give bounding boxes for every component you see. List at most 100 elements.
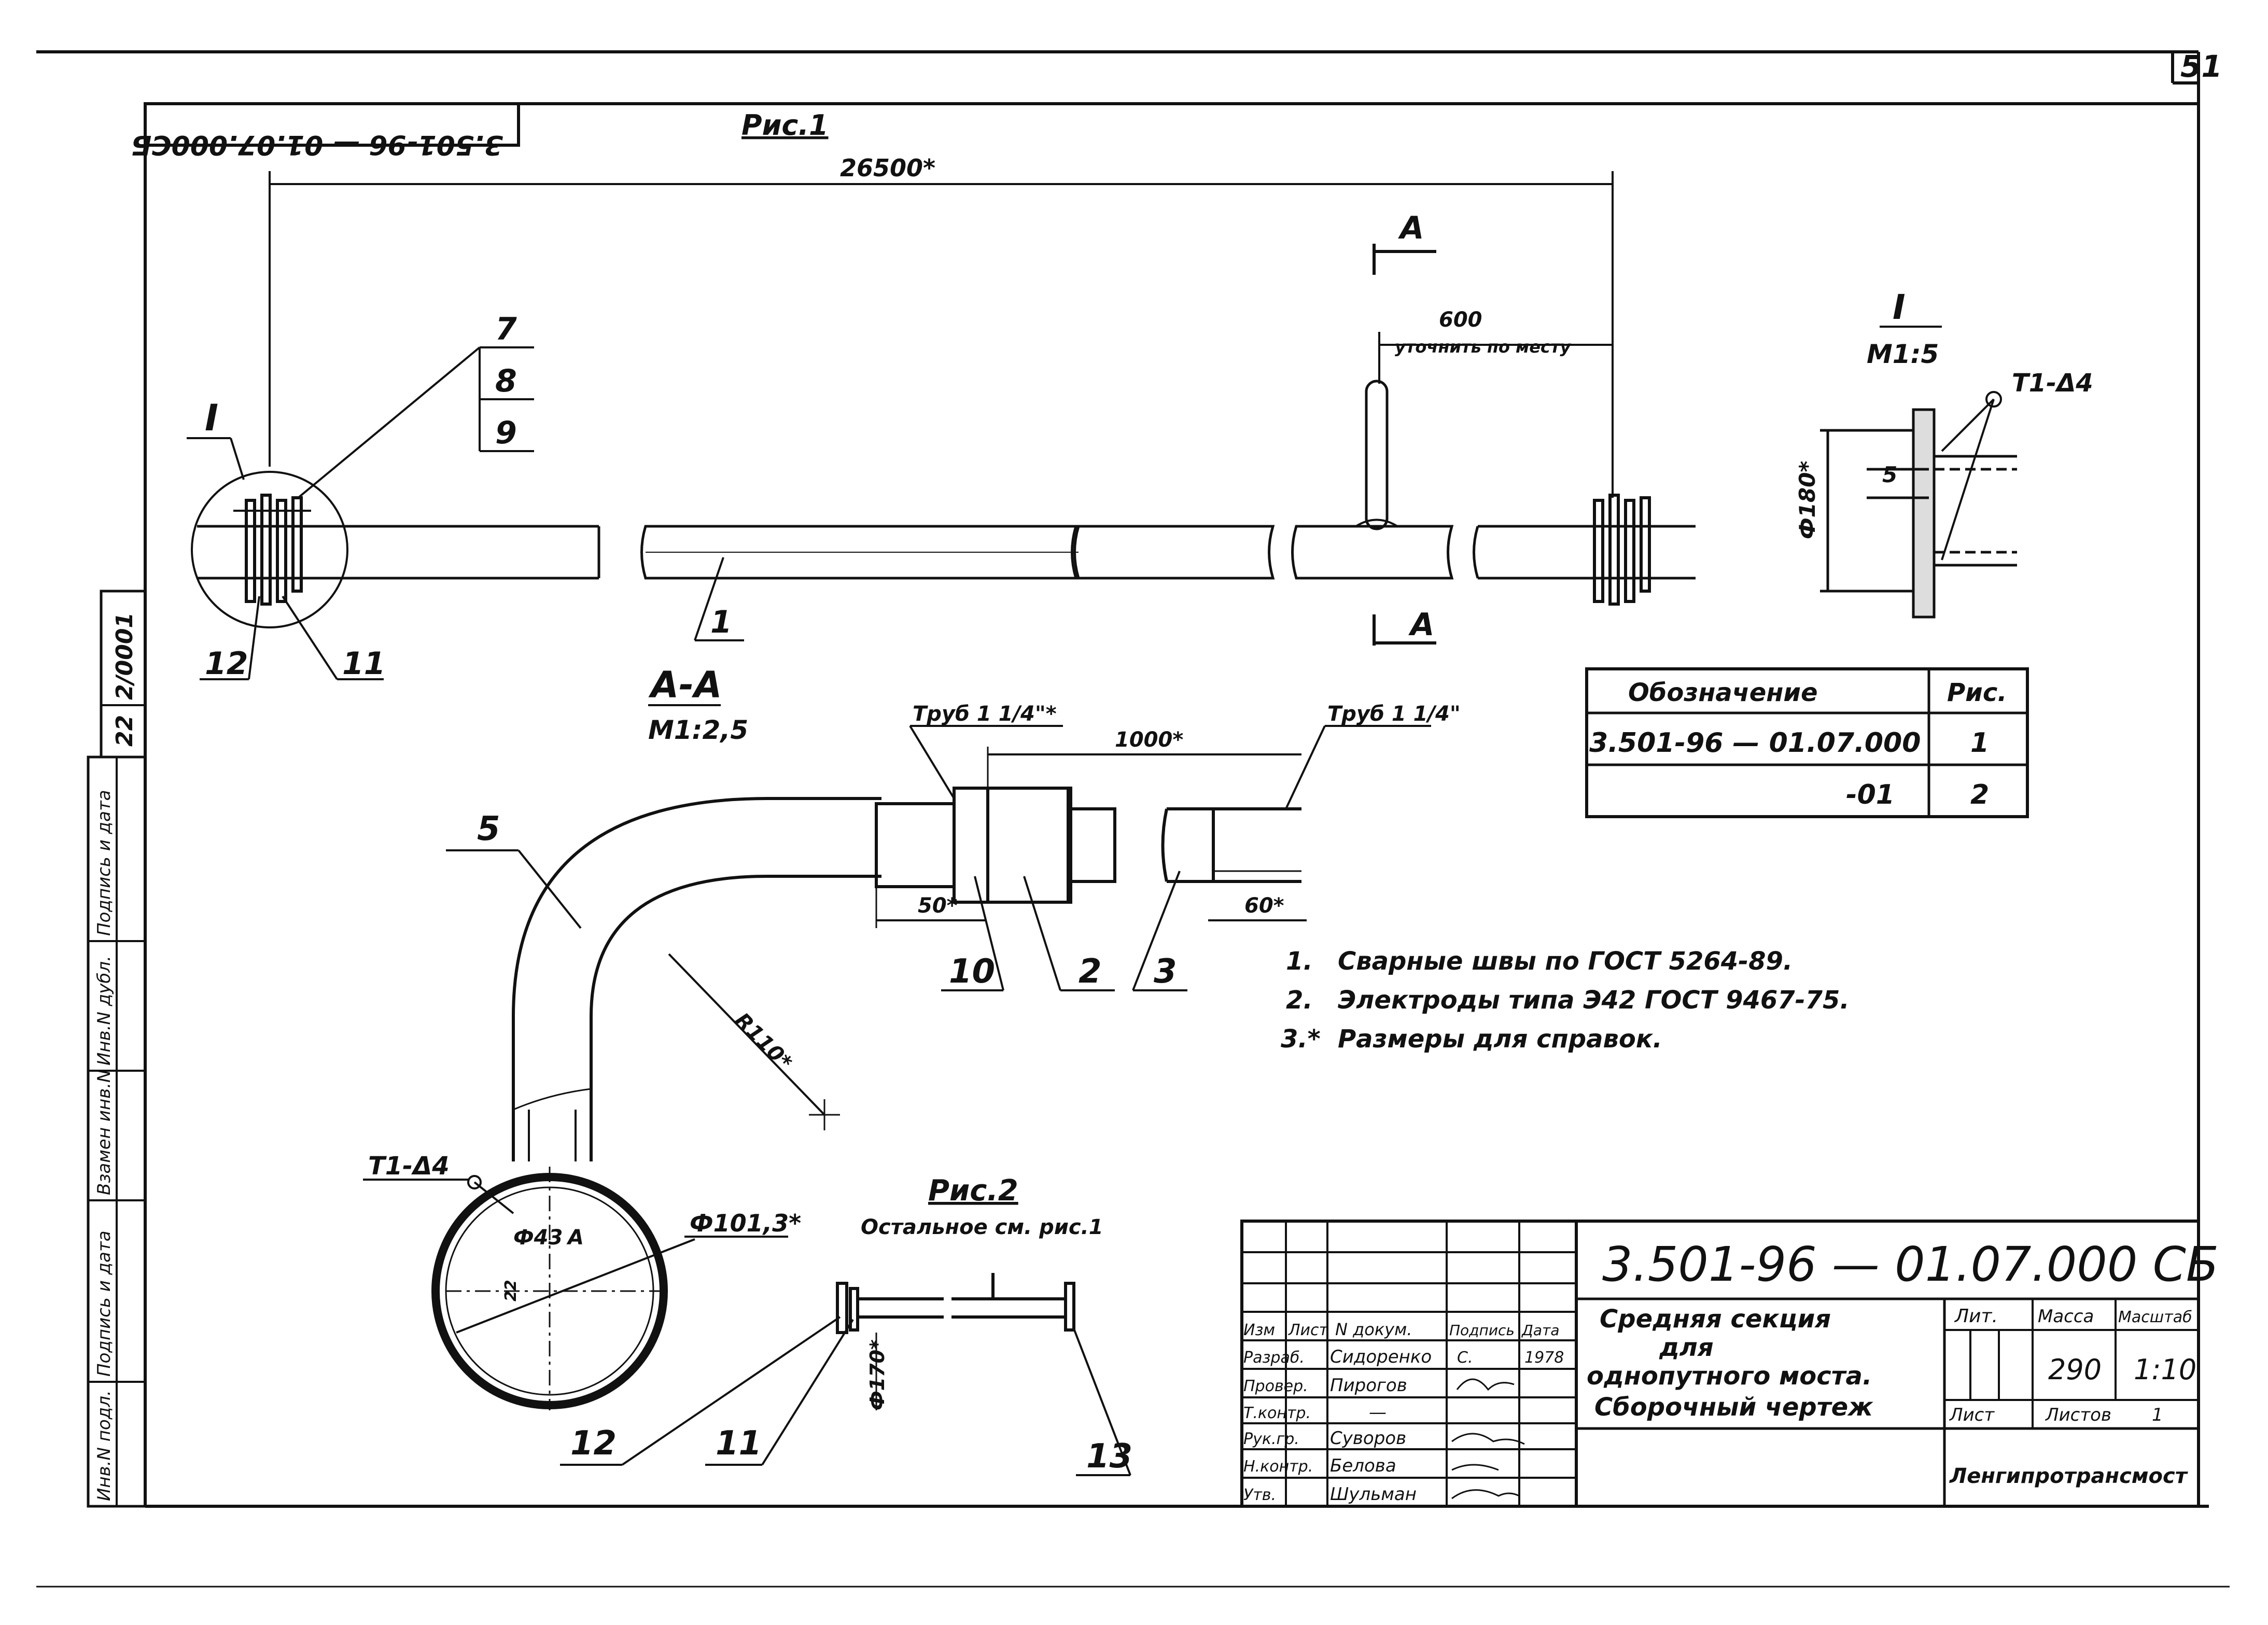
name-line-1: Средняя секция [1600,1305,1831,1334]
role-3: Т.контр. [1243,1404,1311,1422]
date-1: 1978 [1524,1349,1564,1367]
sheet-frame [36,50,2230,1588]
head-ndoc: N докум. [1335,1320,1412,1339]
svg-text:10: 10 [949,952,995,991]
svg-text:1: 1 [710,604,732,640]
detail-I-circle [191,471,348,628]
detail-I-scale: М1:5 [1867,339,1939,369]
svg-text:12: 12 [570,1424,617,1463]
phi-101: Ф101,3* [690,1209,801,1237]
svg-text:11: 11 [716,1424,762,1463]
scale-label: Масштаб [2118,1308,2192,1326]
name-2: Пирогов [1330,1375,1407,1396]
mass-value: 290 [2048,1353,2102,1386]
pipe-left-label: Труб 1 1/4"* [913,702,1057,726]
lit-label: Лит. [1954,1306,1998,1327]
margin-dup-inv: Инв.N дубл. [94,956,115,1066]
detail-I-diameter: Ф180* [1795,461,1820,539]
head-sign: Подпись [1449,1322,1515,1339]
rotated-code-text: 3.501-96 — 01.07.000СБ [131,129,503,160]
rotated-code-box: 3.501-96 — 01.07.000СБ [131,102,520,160]
title-block: Изм Лист N докум. Подпись Дата Разраб. С… [1240,1220,2219,1508]
callout-1: 1 [694,557,744,641]
main-pipe [197,525,1696,580]
detail-I-title: I [1893,287,1906,327]
sign-1: С. [1457,1349,1473,1367]
margin-replace-inv: Взамен инв.N [94,1070,115,1195]
dim-600: 600 [1439,308,1482,332]
svg-text:A: A [1408,607,1434,643]
right-flange-group [1593,494,1651,606]
tube-cross-section [431,1167,695,1410]
svg-text:A: A [1398,210,1424,246]
callout-detail-I: I [187,397,245,480]
fig1-title: Рис.1 [741,109,829,142]
name-line-2: для [1659,1333,1714,1362]
mass-label: Масса [2038,1306,2094,1327]
fig2-callouts: 12 11 13 [560,1316,1132,1476]
dim-60: 60* [1244,894,1284,918]
doc-number: 3.501-96 — 01.07.000 СБ [1602,1237,2219,1292]
section-AA-scale: М1:2,5 [648,715,748,745]
svg-text:9: 9 [495,415,517,451]
note-1-text: Сварные швы по ГОСТ 5264-89. [1338,947,1793,976]
head-date: Дата [1521,1322,1560,1339]
name-4: Суворов [1330,1428,1406,1449]
dim-small: 22 [502,1280,520,1301]
dim-600-note: уточнить по месту [1395,337,1571,357]
table-row-2-fig: 2 [1970,779,1989,810]
left-margin-stamp: Инв.N подл. Подпись и дата Взамен инв.N … [87,590,147,1508]
dim-1000: 1000* [1115,728,1183,752]
organization: Ленгипротрансмост [1949,1464,2189,1488]
note-2-num: 2. [1286,986,1313,1015]
svg-text:3: 3 [1154,952,1177,991]
table-header-fig: Рис. [1947,678,2007,707]
page-number: 51 [2180,49,2222,84]
dim-50: 50* [918,894,958,918]
sheet-label: Лист [1949,1405,1995,1425]
role-2: Провер. [1243,1377,1308,1395]
margin-num-fraction: 2/0001 [111,612,138,700]
radius-110: R110* [730,1008,796,1075]
section-AA: А-А М1:2,5 Ф43 А 22 Ф101,3* Т1-Δ4 5 [363,664,1461,1410]
dim-total-26500: 26500* [840,154,935,182]
section-mark-bottom: A [1373,607,1436,646]
callout-7-8-9: 7 8 9 [297,311,534,499]
role-6: Утв. [1243,1486,1276,1504]
notes: 1. Сварные швы по ГОСТ 5264-89. 2. Элект… [1281,947,1850,1054]
note-1-num: 1. [1286,947,1313,976]
name-line-3: однопутного моста. [1587,1362,1872,1391]
role-1: Разраб. [1243,1349,1305,1367]
head-list: Лист [1288,1321,1329,1339]
detail-I-weld: Т1-Δ4 [2012,369,2093,398]
vertical-handle [1365,380,1389,530]
scale-value: 1:10 [2134,1353,2196,1386]
fig2-phi170: Ф170* [866,1339,889,1410]
table-row-1-designation: 3.501-96 — 01.07.000 [1589,727,1921,759]
table-row-1-fig: 1 [1970,727,1989,759]
margin-num-22: 22 [111,715,138,747]
section-AA-title: А-А [648,664,722,706]
svg-text:I: I [205,397,218,439]
table-row-2-designation: -01 [1846,779,1895,810]
detail-I-dim-5: 5 [1882,462,1897,487]
svg-text:8: 8 [495,363,517,399]
fig2-title: Рис.2 [928,1174,1018,1208]
left-flange-group [233,494,311,606]
margin-sign-date-2: Подпись и дата [94,790,115,936]
name-6: Шульман [1330,1484,1417,1505]
note-3-text: Размеры для справок. [1338,1025,1662,1054]
svg-text:13: 13 [1086,1437,1132,1476]
name-5: Белова [1330,1455,1396,1476]
phi-43: Ф43 [513,1226,563,1250]
section-weld: Т1-Δ4 [368,1152,450,1181]
pipe-right-label: Труб 1 1/4" [1327,702,1461,726]
note-3-num: 3.* [1281,1025,1321,1054]
name-3: — [1369,1402,1387,1423]
role-5: Н.контр. [1243,1458,1313,1476]
detail-I: I М1:5 Ф180* 5 Т1-Δ4 [1795,287,2093,619]
signature-scribbles [1451,1378,1525,1500]
svg-text:11: 11 [342,646,386,682]
figure-2: Рис.2 Остальное см. рис.1 Ф170* 12 11 13 [560,1174,1132,1476]
